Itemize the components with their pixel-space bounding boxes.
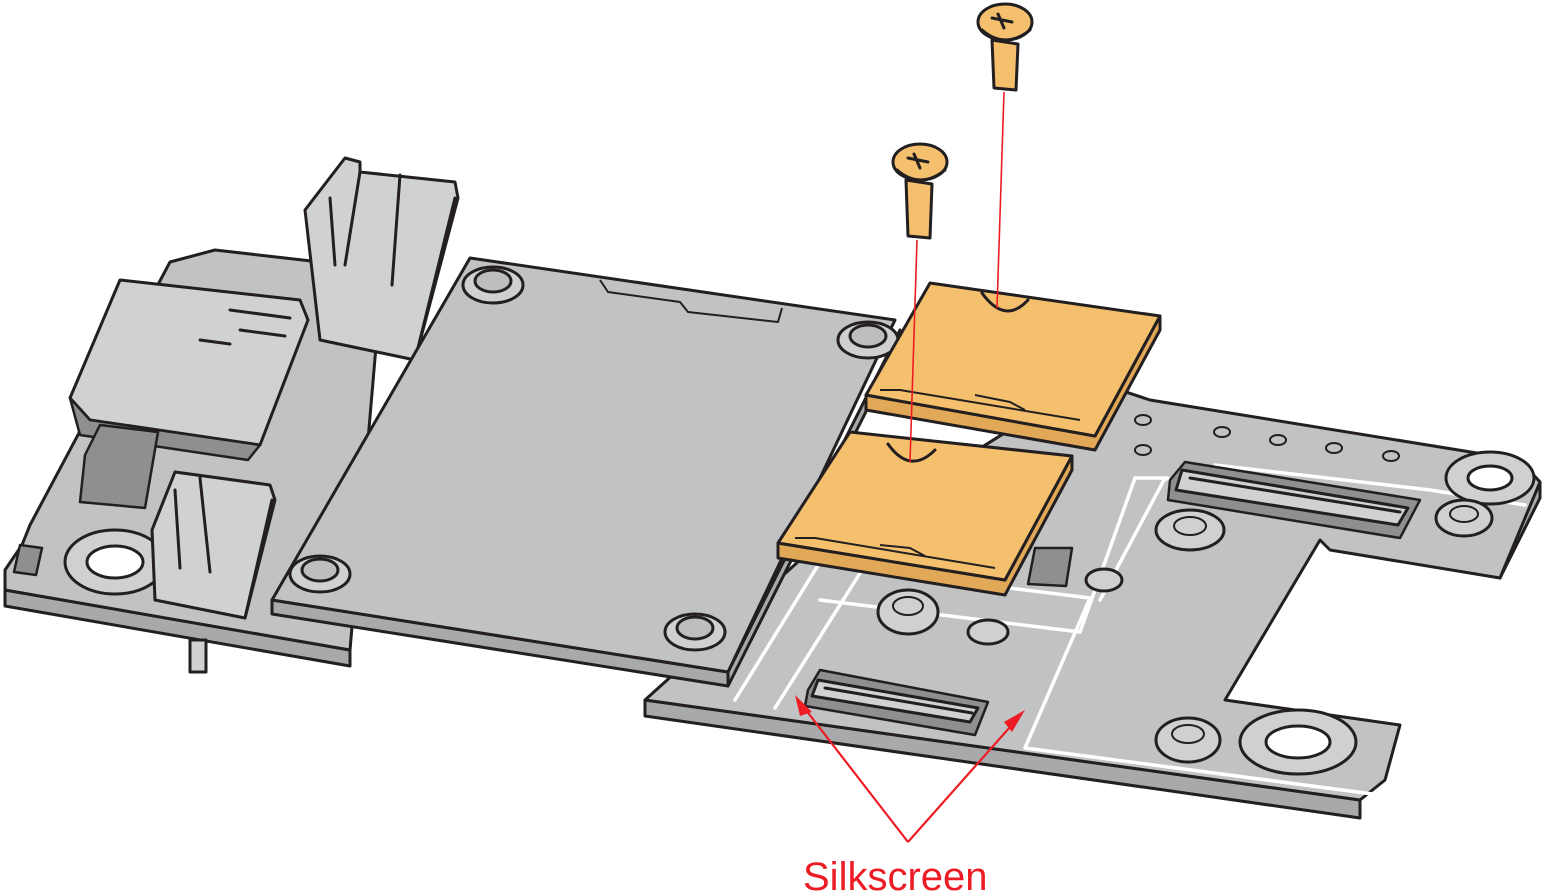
- callout-arrowhead-left: [795, 695, 812, 716]
- smd-component: [78, 423, 160, 510]
- module-screw: [663, 612, 727, 652]
- silkscreen-label: Silkscreen: [803, 855, 988, 894]
- carrier-board: [3, 156, 1542, 820]
- thermal-pad-upper: [864, 281, 1162, 452]
- mounting-hole-right-top-inner: [1466, 464, 1514, 492]
- standoff: [1434, 498, 1494, 538]
- via-ring: [966, 618, 1010, 646]
- standoff-inner: [892, 596, 924, 616]
- small-connector: [1026, 546, 1074, 588]
- callout-arrow-right: [907, 717, 1019, 843]
- mounting-hole-right-bottom-inner: [1264, 724, 1332, 760]
- standoff-inner: [1449, 505, 1479, 523]
- module-screw: [288, 554, 352, 594]
- callout-arrowhead-right: [1004, 710, 1025, 732]
- standoff-inner: [1171, 724, 1205, 744]
- header-connector-top: [303, 156, 460, 362]
- standoff: [1154, 716, 1222, 764]
- smd-component: [12, 543, 44, 577]
- callout-arrow-left: [801, 704, 909, 843]
- standoff-inner: [1173, 516, 1207, 536]
- screw-upper: [976, 2, 1034, 92]
- module-screw: [461, 265, 525, 305]
- via-row: [1134, 414, 1400, 462]
- alignment-line-upper: [996, 91, 1005, 309]
- standoff: [876, 588, 940, 636]
- standoff: [1154, 508, 1226, 552]
- screw-lower: [891, 142, 949, 240]
- pin: [188, 638, 208, 674]
- connector-lower: [803, 668, 990, 737]
- silkscreen-callout: Silkscreen: [795, 695, 1025, 894]
- usb-c-connector: [68, 278, 310, 462]
- via-ring: [1084, 567, 1124, 593]
- connector-right: [1166, 460, 1422, 540]
- header-connector-bottom: [150, 470, 277, 620]
- thermal-pad-lower: [776, 430, 1074, 597]
- module-board: [270, 256, 902, 688]
- module-board-notch: [599, 279, 783, 323]
- mounting-hole-left-inner: [85, 544, 145, 580]
- module-board-top: [270, 256, 897, 674]
- alignment-line-lower: [909, 239, 918, 463]
